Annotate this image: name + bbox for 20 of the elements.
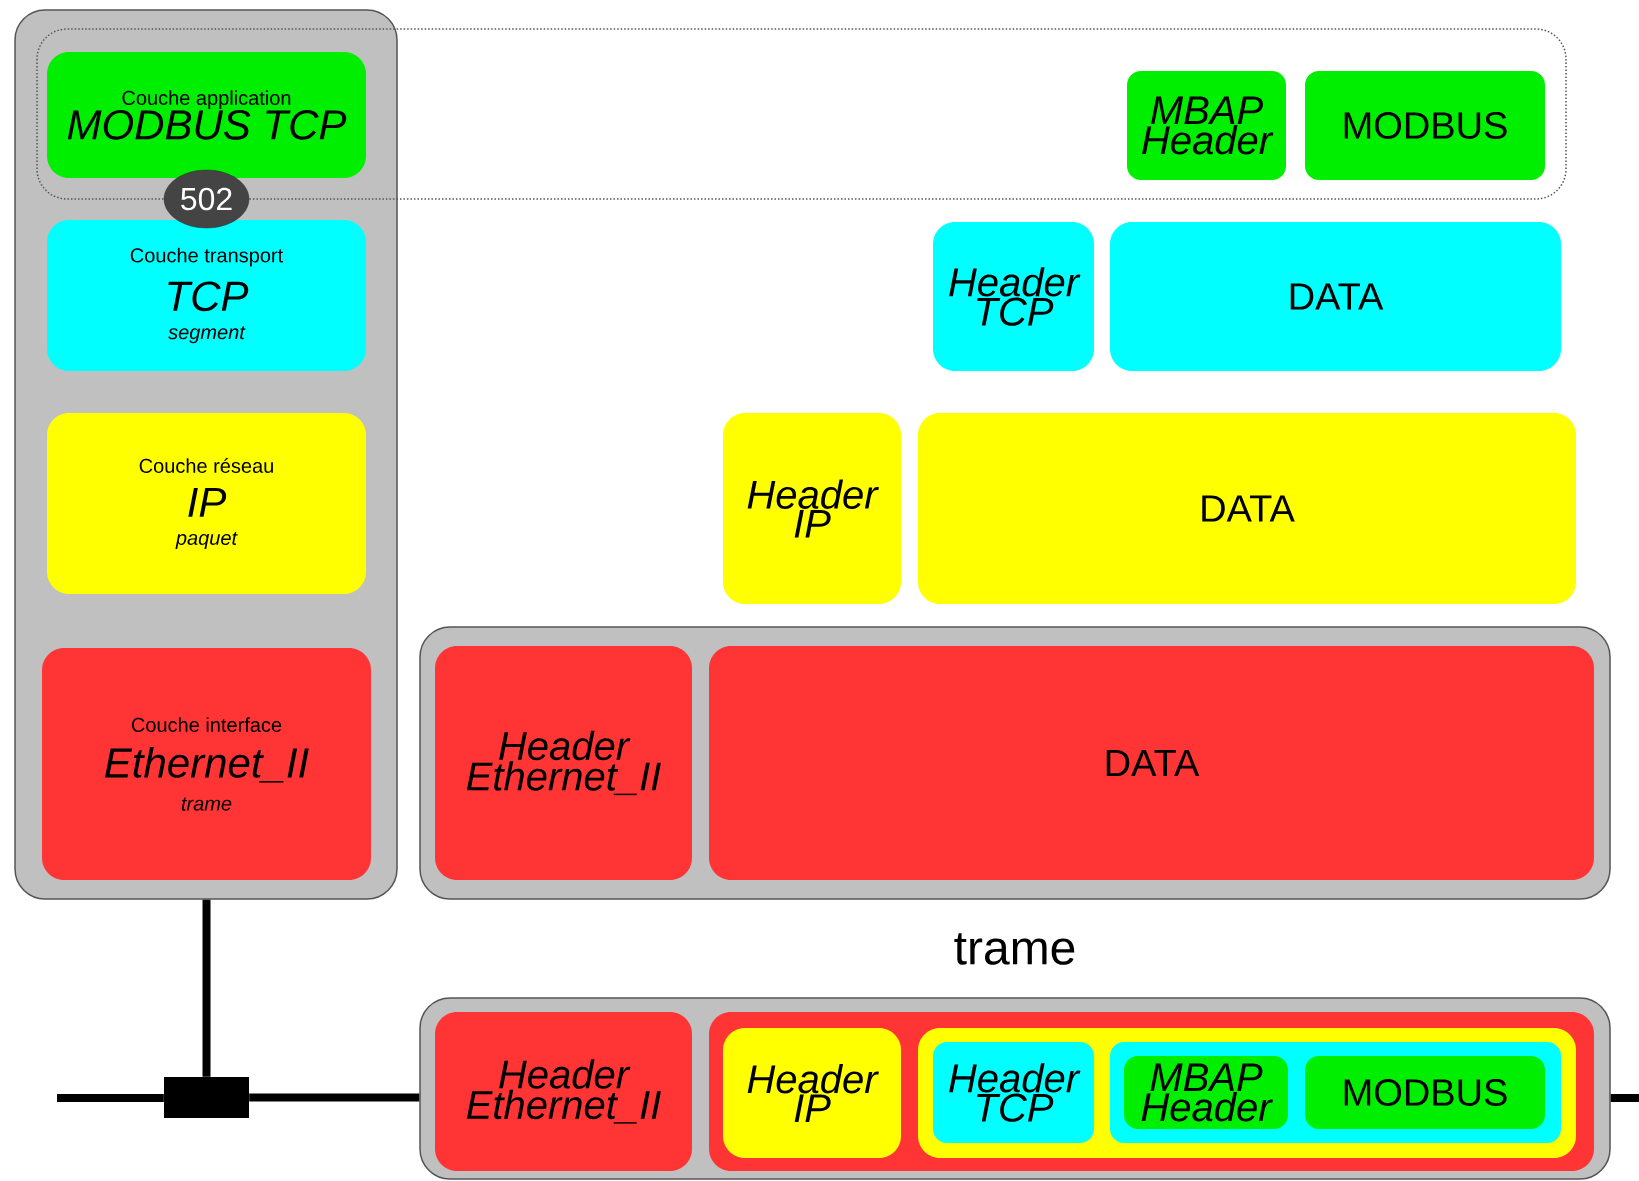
frame-caption: trame (954, 933, 1075, 965)
bus-tap (164, 1077, 249, 1118)
layer-box: Couche interface Ethernet_II trame (42, 648, 371, 880)
header-box: Header TCP (933, 1042, 1094, 1143)
header-box: Header Ethernet_II (435, 1012, 692, 1171)
header-box: Header IP (723, 1028, 901, 1158)
data-box: DATA (709, 646, 1594, 880)
data-box: DATA (918, 413, 1576, 604)
port-badge: 502 (163, 169, 250, 229)
header-box: MBAP Header (1124, 1056, 1288, 1129)
data-box: MODBUS (1305, 71, 1545, 180)
data-box: MODBUS (1305, 1056, 1545, 1129)
header-box: Header TCP (933, 222, 1094, 371)
layer-box: Couche transport TCP segment (47, 220, 366, 371)
header-box: Header IP (723, 413, 901, 604)
data-box: DATA (1110, 222, 1561, 371)
layer-box: Couche application MODBUS TCP (47, 52, 366, 178)
header-box: Header Ethernet_II (435, 646, 692, 880)
header-box: MBAP Header (1127, 71, 1286, 180)
layer-box: Couche réseau IP paquet (47, 413, 366, 594)
